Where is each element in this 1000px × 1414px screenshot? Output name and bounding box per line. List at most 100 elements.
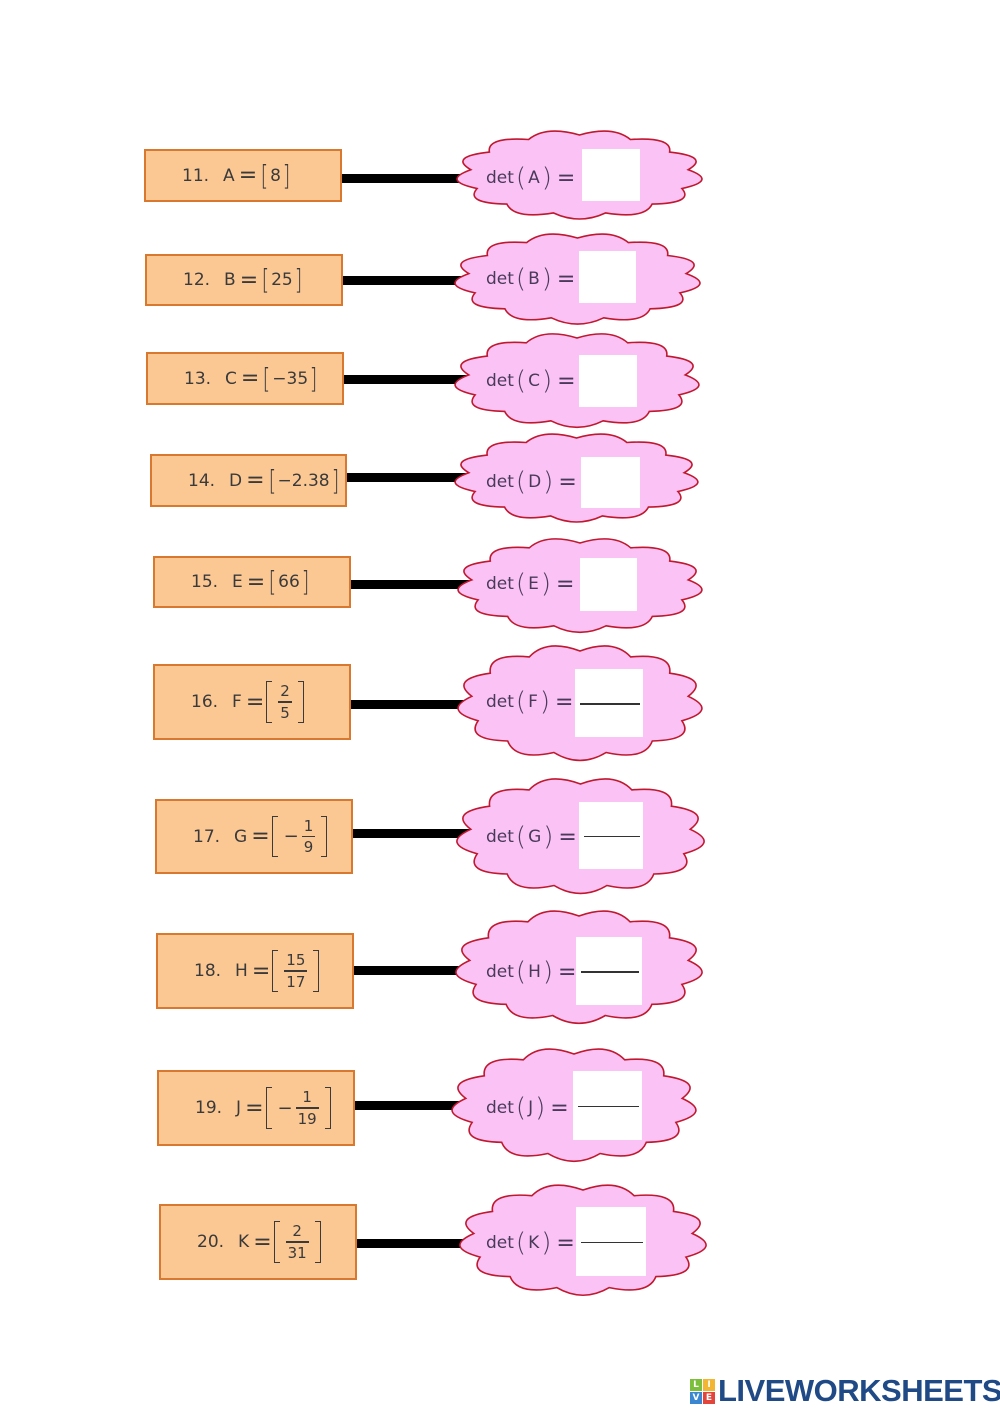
equals-sign: = xyxy=(555,689,574,715)
connector-line xyxy=(347,473,468,482)
fraction-bar xyxy=(284,970,308,972)
connector-line xyxy=(342,174,471,183)
denominator: 31 xyxy=(287,1243,307,1262)
answer-input[interactable] xyxy=(579,355,637,407)
left-paren: ( xyxy=(515,264,527,294)
left-bracket: [ xyxy=(268,565,277,598)
left-bracket: [ xyxy=(268,463,276,497)
left-paren: ( xyxy=(515,822,527,852)
right-paren: ) xyxy=(541,264,552,294)
fraction-bar xyxy=(295,1107,319,1109)
matrix-variable: D xyxy=(229,470,243,491)
matrix-variable: A xyxy=(223,165,235,186)
answer-input[interactable] xyxy=(582,149,640,201)
matrix: [66] xyxy=(267,568,311,596)
question-number: 15. xyxy=(191,572,219,592)
answer-input[interactable] xyxy=(580,558,637,611)
connector-line xyxy=(351,580,471,589)
matrix: [−2.38] xyxy=(267,463,341,497)
matrix-variable: K xyxy=(238,1232,250,1252)
matrix-variable: C xyxy=(225,368,237,389)
equals-sign: = xyxy=(251,958,271,984)
det-text: det xyxy=(486,692,514,712)
right-bracket xyxy=(314,1221,321,1263)
right-bracket: ] xyxy=(309,361,318,395)
question-number: 16. xyxy=(191,692,219,712)
matrix-entry: −35 xyxy=(272,368,309,389)
equals-sign: = xyxy=(245,1095,264,1121)
determinant-label: det(C)= xyxy=(486,365,576,397)
fraction-bar xyxy=(285,1241,309,1243)
fraction-bar xyxy=(278,701,292,703)
answer-cloud xyxy=(454,230,701,327)
left-paren: ( xyxy=(515,1228,527,1258)
left-paren: ( xyxy=(515,569,527,599)
determinant-label: det(H)= xyxy=(486,956,576,988)
det-text: det xyxy=(486,1098,514,1118)
denominator: 19 xyxy=(297,1109,317,1128)
equals-sign: = xyxy=(238,163,258,188)
matrix-variable: H xyxy=(235,961,248,981)
question-number: 12. xyxy=(183,270,211,290)
connector-line xyxy=(343,276,469,285)
determinant-label: det(G)= xyxy=(486,821,577,853)
determinant-label: det(E)= xyxy=(486,568,574,600)
question-box: 15.E=[66] xyxy=(153,556,351,608)
numerator: 2 xyxy=(292,1222,302,1241)
left-paren: ( xyxy=(515,687,527,717)
fraction-answer-line xyxy=(578,1105,639,1107)
equals-sign: = xyxy=(556,1230,575,1256)
det-variable: C xyxy=(528,371,540,391)
equals-sign: = xyxy=(556,266,576,292)
matrix-variable: B xyxy=(224,270,236,290)
equals-sign: = xyxy=(251,824,270,849)
answer-input[interactable] xyxy=(579,251,636,303)
negative-sign: − xyxy=(277,1097,293,1119)
determinant-label: det(F)= xyxy=(486,686,573,718)
right-bracket xyxy=(324,1087,331,1129)
determinant-label: det(A)= xyxy=(486,162,575,194)
connector-line xyxy=(354,966,469,975)
equals-sign: = xyxy=(558,959,577,985)
denominator: 9 xyxy=(303,838,314,857)
fraction-answer-line xyxy=(580,703,640,705)
question-number: 14. xyxy=(188,470,216,491)
right-bracket: ] xyxy=(282,158,291,192)
determinant-label: det(D)= xyxy=(486,466,577,498)
matrix: [−35] xyxy=(261,361,319,395)
negative-sign: − xyxy=(283,826,299,847)
equals-sign: = xyxy=(556,165,576,191)
answer-input[interactable] xyxy=(581,457,640,508)
logo-icon: L I V E xyxy=(690,1378,715,1404)
numerator: 2 xyxy=(280,682,290,701)
left-bracket xyxy=(265,1087,272,1129)
right-paren: ) xyxy=(535,1093,546,1123)
fraction-answer-line xyxy=(581,971,639,973)
question-box: 14. D=[−2.38] xyxy=(150,454,347,507)
matrix-entry: 25 xyxy=(271,270,293,290)
det-variable: A xyxy=(528,168,540,188)
determinant-label: det(B)= xyxy=(486,263,575,295)
matrix-variable: G xyxy=(234,826,248,847)
det-variable: B xyxy=(528,269,540,289)
left-bracket: [ xyxy=(260,158,269,192)
matrix: [25] xyxy=(260,266,304,294)
cloud-shape xyxy=(456,130,703,220)
left-paren: ( xyxy=(515,957,527,987)
right-paren: ) xyxy=(542,957,554,987)
liveworksheets-logo: L I V E LIVEWORKSHEETS xyxy=(690,1373,1000,1409)
equals-sign: = xyxy=(246,468,265,493)
det-text: det xyxy=(486,1233,514,1253)
question-box: 12.B=[25] xyxy=(145,254,343,306)
connector-line xyxy=(344,375,468,384)
left-bracket: [ xyxy=(261,263,270,296)
equals-sign: = xyxy=(550,1095,569,1121)
det-text: det xyxy=(486,371,514,391)
